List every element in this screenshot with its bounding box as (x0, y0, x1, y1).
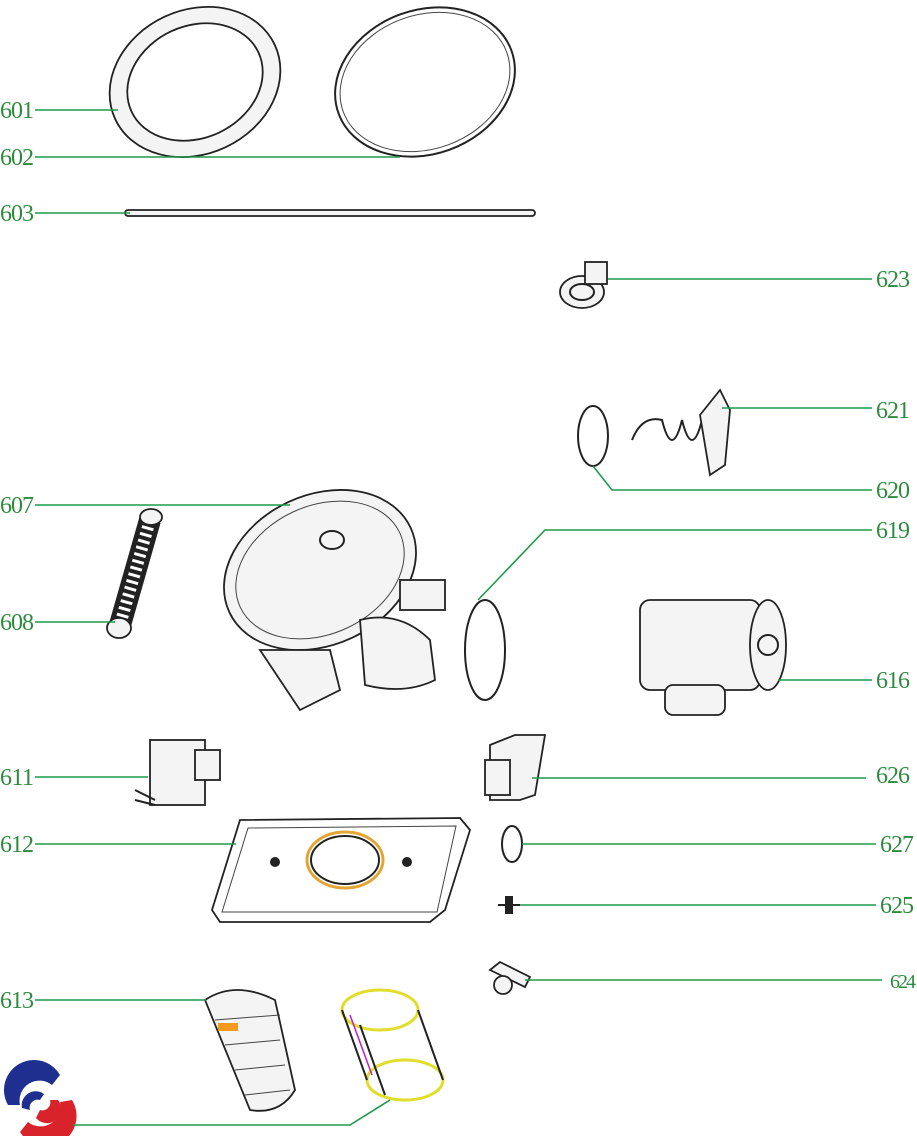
leader-620 (592, 465, 872, 491)
label-624: 624 (890, 971, 916, 993)
part-611-drain-pump (134, 739, 221, 806)
label-625: 625 (880, 893, 914, 919)
part-623-sensor (559, 261, 608, 309)
part-627-small-seal (501, 825, 523, 863)
part-620-o-ring (577, 405, 609, 467)
part-603-rod (124, 209, 536, 217)
label-613: 613 (0, 988, 34, 1014)
part-601-ring-flange (108, 5, 282, 159)
leader-fine-filter (73, 1099, 391, 1126)
leader-619 (477, 529, 872, 601)
label-608: 608 (0, 610, 34, 636)
part-612-filter-plate (211, 817, 472, 923)
part-labels: 601 602 603 623 621 620 607 619 608 616 … (0, 98, 916, 1014)
part-626-pressure-switch (484, 734, 547, 801)
part-602-gasket (334, 6, 516, 158)
label-621: 621 (876, 398, 910, 424)
part-fine-filter-cylinder (340, 988, 445, 1102)
part-608-hose (106, 508, 163, 639)
label-620: 620 (876, 478, 910, 504)
part-607-sump-housing (223, 489, 446, 712)
part-619-seal-ring (464, 599, 506, 701)
leader-lines (35, 109, 882, 1126)
brand-logo (3, 1059, 77, 1136)
label-623: 623 (876, 267, 910, 293)
part-616-pump (639, 599, 787, 716)
label-607: 607 (0, 493, 34, 519)
label-626: 626 (876, 763, 910, 789)
label-611: 611 (0, 765, 34, 791)
label-612: 612 (0, 832, 34, 858)
part-613-coarse-filter (203, 989, 296, 1112)
label-616: 616 (876, 668, 910, 694)
label-603: 603 (0, 201, 34, 227)
label-602: 602 (0, 145, 34, 171)
label-601: 601 (0, 98, 34, 124)
label-619: 619 (876, 518, 910, 544)
part-624-connector (488, 960, 532, 995)
part-621-heater (631, 388, 731, 477)
part-625-valve-pin (498, 896, 520, 914)
label-627: 627 (880, 832, 914, 858)
